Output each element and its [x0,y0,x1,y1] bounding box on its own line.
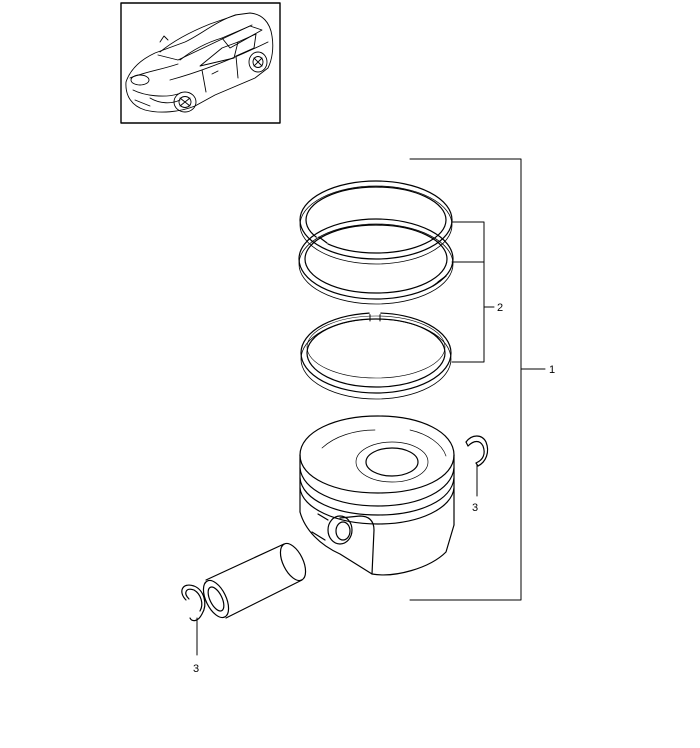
retaining-ring-left [181,584,206,622]
callout-leaders [196,158,546,656]
piston-ring-middle [298,218,454,305]
retaining-ring-right [465,435,489,467]
callout-3-right: 3 [472,502,478,514]
callout-3-left: 3 [193,663,199,675]
piston-pin [202,542,307,619]
vehicle-thumbnail [120,2,281,124]
piston [299,415,455,576]
piston-ring-oil [300,311,452,400]
callout-2: 2 [497,302,503,314]
callout-1: 1 [549,364,555,376]
piston-ring-top [299,180,453,265]
